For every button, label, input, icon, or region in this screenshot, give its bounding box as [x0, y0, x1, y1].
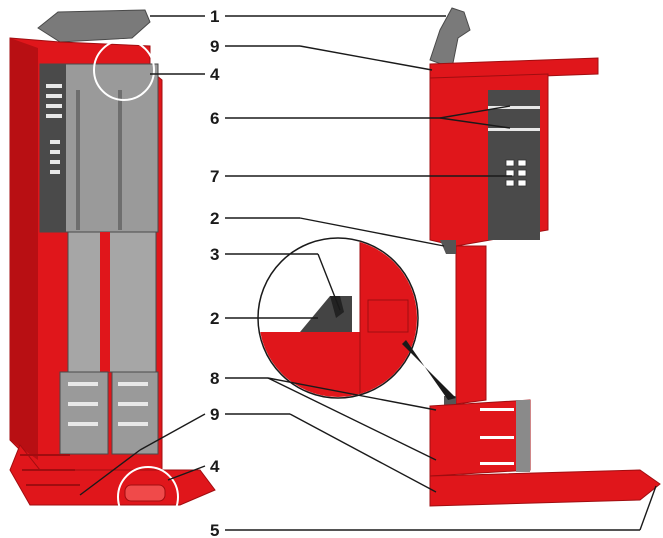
callout-9-bottom: 9: [210, 405, 219, 424]
callout-8: 8: [210, 369, 219, 388]
right-top-lever: [429, 7, 471, 69]
callout-5: 5: [210, 521, 219, 538]
callout-4-top: 4: [210, 65, 220, 84]
right-contact-strip-b: [488, 128, 540, 131]
left-upper-contacts: [46, 84, 62, 174]
right-contact-strip-a: [488, 106, 540, 109]
left-top-circle-highlight: [93, 39, 155, 101]
left-lower-rails: [67, 231, 157, 373]
right-foot: [429, 469, 661, 507]
left-foot-grooves: [20, 454, 80, 486]
left-upper-slots: [76, 90, 122, 230]
callout-1: 1: [210, 7, 219, 26]
callout-2-upper: 2: [210, 209, 219, 228]
right-latch-upper: [440, 240, 456, 254]
left-bottom-circle-highlight: [117, 466, 179, 528]
right-lower-side-gray: [516, 400, 530, 472]
left-terminal-base: [9, 9, 216, 528]
left-bottom-latch: [124, 484, 166, 502]
left-side-wall: [10, 38, 38, 460]
right-lower-slots: [480, 408, 514, 465]
callout-2-detail: 2: [210, 309, 219, 328]
right-connector-block: [505, 159, 527, 187]
leader-lines: [79, 15, 657, 531]
callout-3: 3: [210, 245, 219, 264]
callout-6: 6: [210, 109, 219, 128]
magnified-detail: [257, 237, 419, 399]
right-top-rail: [429, 57, 599, 81]
callout-7: 7: [210, 167, 219, 186]
left-upper-module-dark: [40, 64, 66, 232]
callout-labels: 1 9 4 6 7 2 3 2 8 9 4 5: [210, 7, 220, 538]
callout-9-top: 9: [210, 37, 219, 56]
right-vertical-stem: [455, 245, 487, 405]
callout-4-bottom: 4: [210, 457, 220, 476]
left-rail-divider: [100, 232, 110, 372]
left-top-lever: [37, 9, 151, 43]
right-terminal-base-side: [257, 7, 661, 507]
left-lower-contacts: [68, 382, 148, 426]
magnify-pointer: [402, 340, 456, 400]
